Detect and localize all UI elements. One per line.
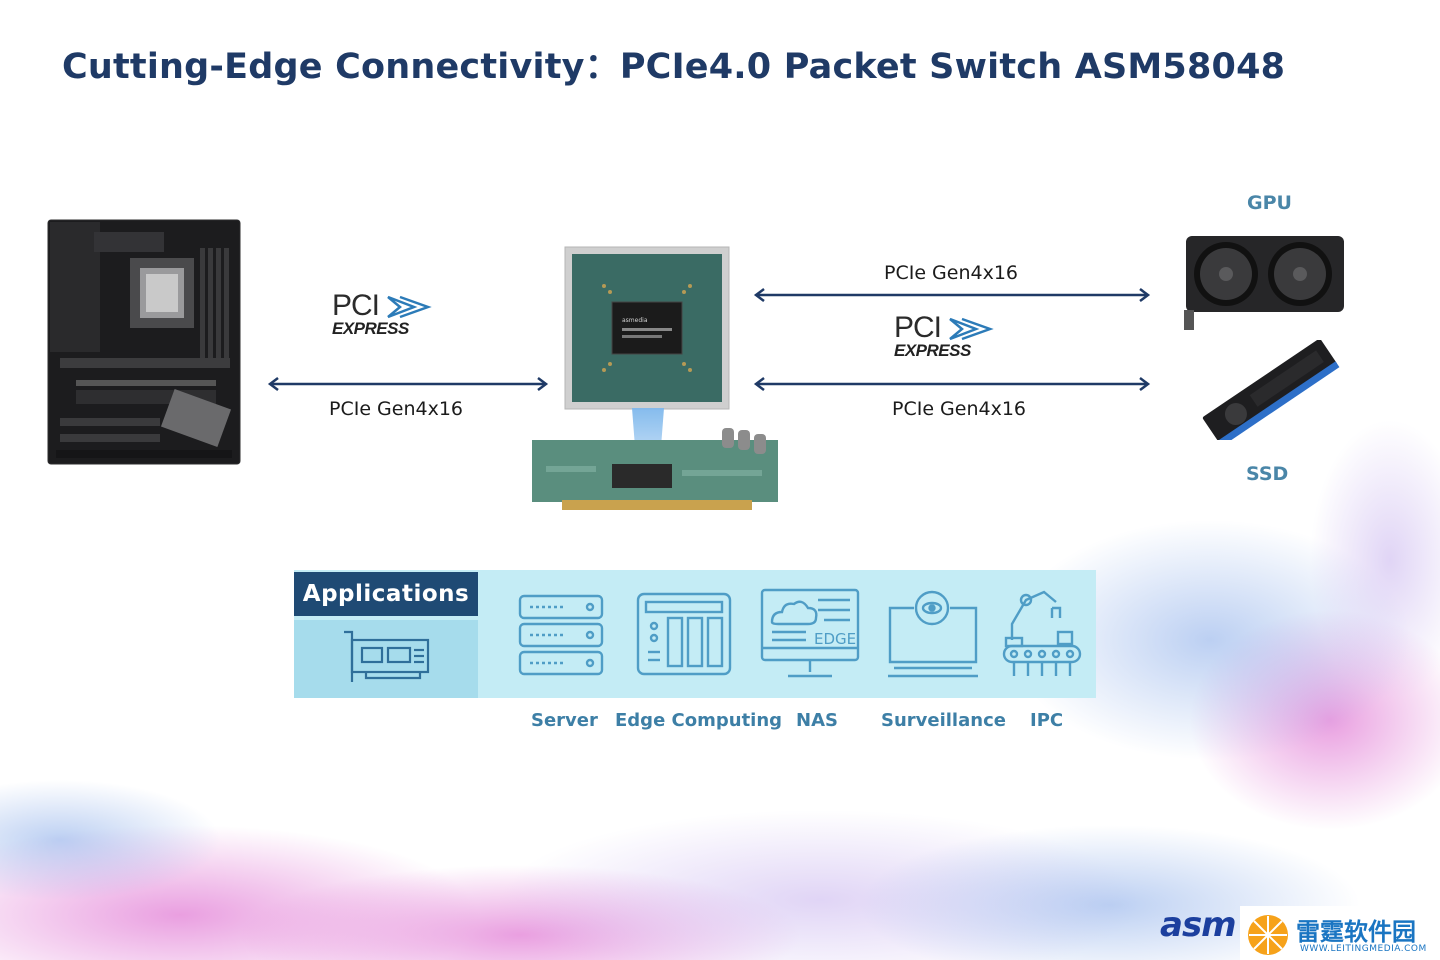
left-link-arrow (267, 377, 549, 391)
watermark-url: WWW.LEITINGMEDIA.COM (1300, 944, 1427, 954)
brand-logo: asm (1160, 905, 1237, 945)
pci-chevron-icon (387, 295, 432, 319)
pci-logo-subtext: EXPRESS (332, 319, 409, 338)
app-label-surveillance: Surveillance (881, 710, 1006, 731)
watermark-text: 雷霆软件园 (1296, 918, 1416, 946)
applications-card-tile (294, 620, 478, 698)
expansion-card-icon (344, 630, 430, 682)
page-title: Cutting-Edge Connectivity：PCIe4.0 Packet… (62, 47, 1286, 87)
switch-chip-image: asmedia (564, 246, 730, 410)
gpu-label: GPU (1247, 192, 1292, 214)
nas-icon: EDGE (760, 588, 860, 678)
pci-logo-subtext: EXPRESS (894, 341, 971, 360)
watermark-logo-icon (1248, 915, 1288, 955)
ssd-image (1202, 340, 1340, 440)
left-link-label: PCIe Gen4x16 (329, 398, 464, 420)
motherboard-image (47, 219, 241, 465)
robot-arm-icon (1002, 590, 1082, 676)
app-label-edge-computing: Edge Computing (615, 710, 783, 731)
pci-logo-text: PCI (332, 289, 380, 322)
surveillance-icon (888, 590, 978, 678)
right-bottom-link-label: PCIe Gen4x16 (892, 398, 1027, 420)
nas-edge-text: EDGE (814, 630, 856, 648)
app-label-ipc: IPC (1030, 710, 1064, 731)
ssd-label: SSD (1246, 463, 1289, 485)
pci-express-logo-left: PCI EXPRESS (332, 289, 444, 340)
pci-chevron-icon (949, 317, 994, 341)
edge-computing-icon (636, 592, 732, 676)
chip-marking: asmedia (622, 317, 648, 324)
pci-logo-text: PCI (894, 311, 942, 344)
pci-express-logo-right: PCI EXPRESS (894, 311, 1006, 362)
right-bottom-link-arrow (753, 377, 1151, 391)
switch-card-image (532, 428, 778, 510)
app-label-server: Server (531, 710, 598, 731)
server-icon (518, 594, 604, 676)
right-top-link-label: PCIe Gen4x16 (884, 262, 1019, 284)
app-label-nas: NAS (796, 710, 838, 731)
right-top-link-arrow (753, 288, 1151, 302)
applications-header: Applications (294, 572, 478, 616)
gpu-image (1184, 236, 1344, 330)
